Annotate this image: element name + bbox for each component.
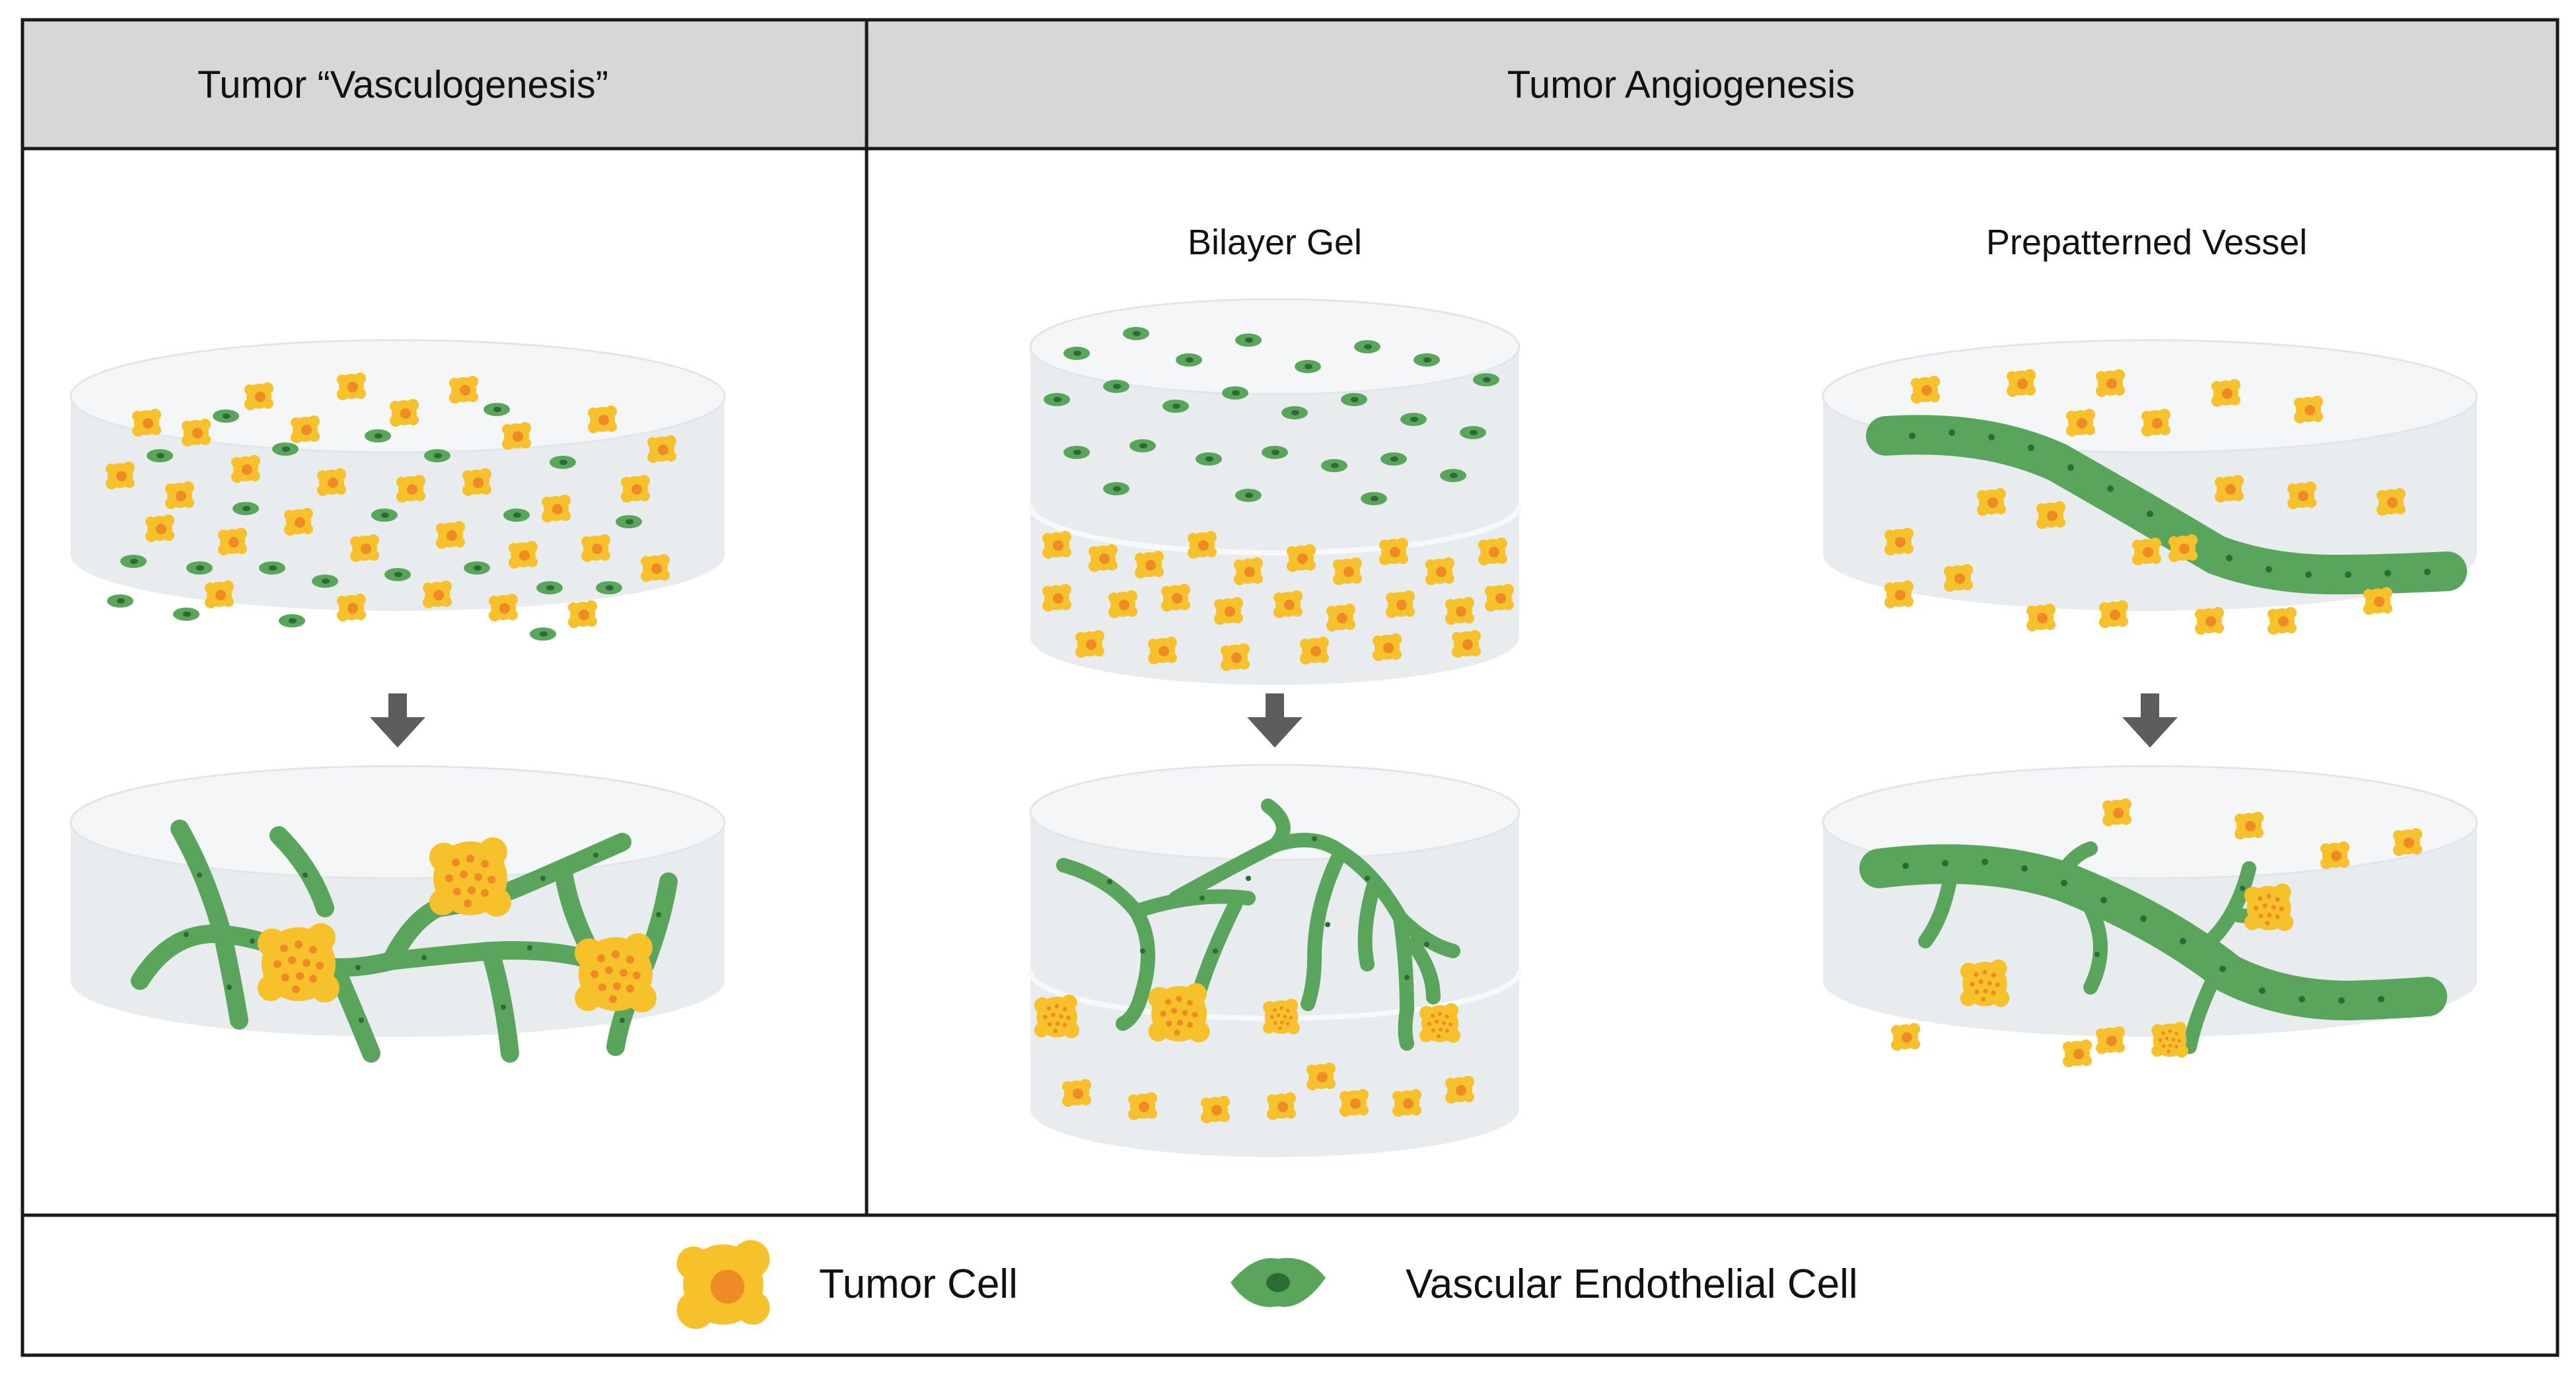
arrow-down-icon (370, 693, 425, 748)
prepatterned-gel-before (1822, 339, 2478, 635)
header-tumor-angiogenesis: Tumor Angiogenesis (1507, 63, 1855, 106)
tumor-spheroid (1960, 959, 2010, 1007)
tumor-cell-icon (676, 1240, 770, 1329)
tumor-spheroid (258, 923, 340, 1003)
legend: Tumor Cell Vascular Endothelial Cell (676, 1240, 1858, 1329)
legend-label-tumor-cell: Tumor Cell (819, 1261, 1018, 1307)
legend-label-vascular-endothelial-cell: Vascular Endothelial Cell (1406, 1261, 1858, 1307)
subtitle-bilayer-gel: Bilayer Gel (1188, 223, 1362, 262)
header-bar-left (22, 20, 867, 149)
tumor-spheroid (1148, 983, 1210, 1043)
subtitle-prepatterned-vessel: Prepatterned Vessel (1986, 223, 2307, 262)
header-bar-right (867, 20, 2558, 149)
header-tumor-vasculogenesis: Tumor “Vasculogenesis” (197, 63, 608, 106)
arrow-down-icon (1247, 693, 1303, 748)
tumor-spheroid (2151, 1022, 2188, 1058)
table-frame (20, 18, 2559, 1357)
tumor-spheroid (2244, 883, 2294, 931)
tumor-spheroid (1419, 1003, 1460, 1043)
arrow-down-icon (2122, 693, 2178, 748)
tumor-spheroid (429, 837, 511, 917)
tumor-spheroid (575, 933, 657, 1012)
vasculogenesis-gel-after (69, 765, 726, 1063)
prepatterned-vessel (1866, 415, 2467, 595)
tumor-spheroid (1263, 999, 1300, 1035)
bilayer-gel-before (1028, 298, 1522, 685)
prepatterned-gel-after (1822, 765, 2478, 1067)
bilayer-gel-after (1028, 763, 1522, 1157)
tumor-spheroid (1034, 994, 1080, 1038)
vasculogenesis-gel-before (69, 339, 726, 641)
endothelial-cell-icon (1231, 1257, 1326, 1308)
sprouting-vessel (1859, 841, 2447, 1054)
